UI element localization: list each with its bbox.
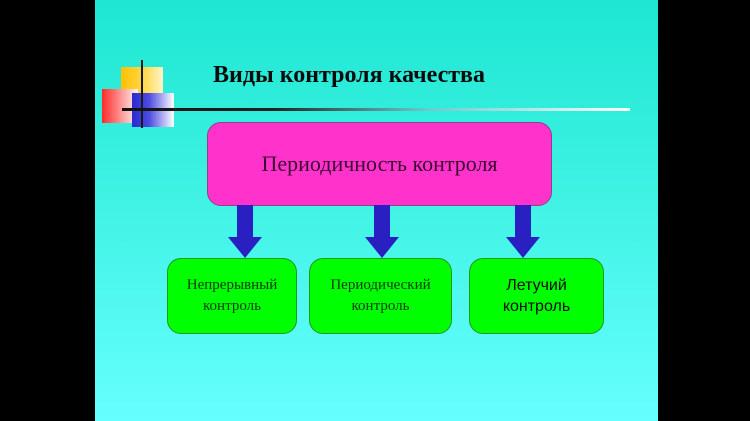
slide-title: Виды контроля качества — [213, 62, 486, 88]
continuous-control-box: Непрерывный контроль — [167, 258, 297, 334]
arrow-down-icon — [228, 205, 262, 258]
child-line1: Летучий — [506, 277, 567, 294]
arrow-down-icon — [506, 205, 540, 258]
vertical-line-divider — [141, 60, 143, 128]
title-underline-divider — [122, 108, 630, 111]
periodicity-box-label: Периодичность контроля — [261, 151, 498, 176]
child-line2: контроль — [203, 298, 261, 314]
slide: Виды контроля качества Периодичность кон… — [95, 0, 658, 421]
flying-control-box: Летучий контроль — [469, 258, 604, 334]
periodic-control-box: Периодический контроль — [309, 258, 452, 334]
periodicity-box: Периодичность контроля — [207, 122, 552, 206]
child-line2: контроль — [351, 298, 410, 314]
child-line1: Непрерывный — [186, 277, 278, 293]
child-line1: Периодический — [330, 277, 431, 293]
arrow-down-icon — [365, 205, 399, 258]
child-line2: контроль — [502, 298, 571, 315]
